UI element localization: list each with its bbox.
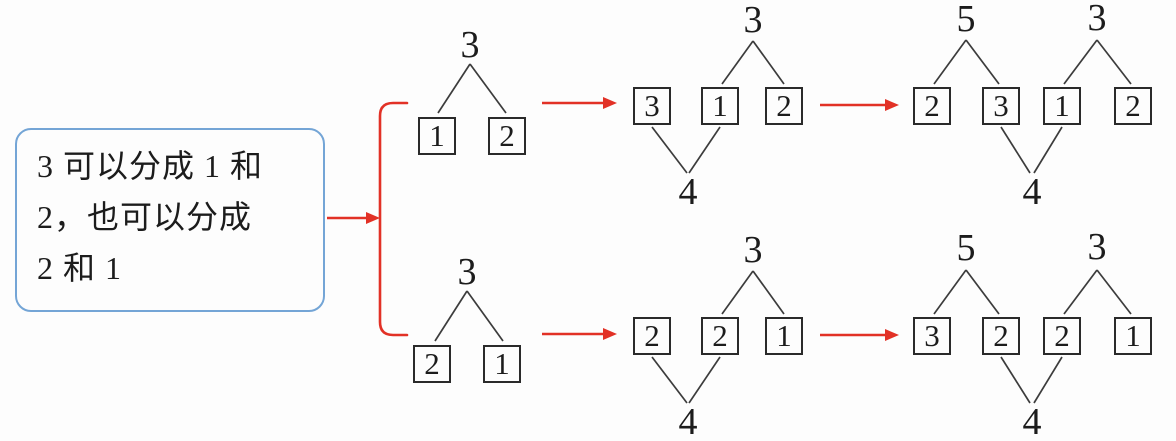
right-top-cell-4: 2	[1114, 87, 1152, 125]
mid-bottom-cell-2: 2	[701, 317, 739, 355]
mid-top-cell-2: 1	[701, 87, 739, 125]
top-arrow-1-icon	[542, 97, 617, 109]
right-bottom-cell-4: 1	[1114, 317, 1152, 355]
split-top-part-2: 2	[488, 117, 526, 155]
right-bottom-root-1: 5	[956, 227, 976, 269]
note-box: 3 可以分成 1 和 2，也可以分成 2 和 1	[15, 128, 325, 312]
right-bottom-cell-3: 2	[1043, 317, 1081, 355]
split-bottom-root: 3	[457, 251, 477, 293]
tree-connector-lines	[434, 39, 1132, 404]
note-line-2: 2，也可以分成	[37, 199, 253, 235]
mid-top-sum: 4	[678, 171, 698, 213]
top-arrow-2-icon	[820, 99, 899, 111]
split-top-root: 3	[460, 24, 480, 66]
note-to-brace-arrow-icon	[327, 212, 380, 224]
right-bottom-sum: 4	[1022, 401, 1042, 441]
bottom-arrow-2-icon	[820, 329, 899, 341]
right-top-cell-1: 2	[913, 87, 951, 125]
mid-top-cell-1: 3	[633, 87, 671, 125]
right-top-sum: 4	[1022, 171, 1042, 213]
right-bottom-cell-2: 2	[982, 317, 1020, 355]
mid-bottom-cell-3: 1	[765, 317, 803, 355]
split-bottom-part-1: 2	[413, 345, 451, 383]
mid-bottom-cell-1: 2	[633, 317, 671, 355]
right-bottom-cell-1: 3	[913, 317, 951, 355]
right-bottom-root-2: 3	[1087, 226, 1107, 268]
right-top-cell-2: 3	[982, 87, 1020, 125]
red-bracket-icon	[378, 101, 409, 337]
split-top-part-1: 1	[418, 117, 456, 155]
mid-top-root: 3	[743, 0, 763, 41]
mid-bottom-sum: 4	[678, 401, 698, 441]
right-top-root-1: 5	[956, 0, 976, 40]
mid-top-cell-3: 2	[765, 87, 803, 125]
split-bottom-part-2: 1	[483, 345, 521, 383]
note-line-3: 2 和 1	[37, 250, 123, 286]
right-top-root-2: 3	[1087, 0, 1107, 39]
right-top-cell-3: 1	[1043, 87, 1081, 125]
note-line-1: 3 可以分成 1 和	[37, 148, 264, 184]
bottom-arrow-1-icon	[542, 328, 617, 340]
mid-bottom-root: 3	[743, 229, 763, 271]
